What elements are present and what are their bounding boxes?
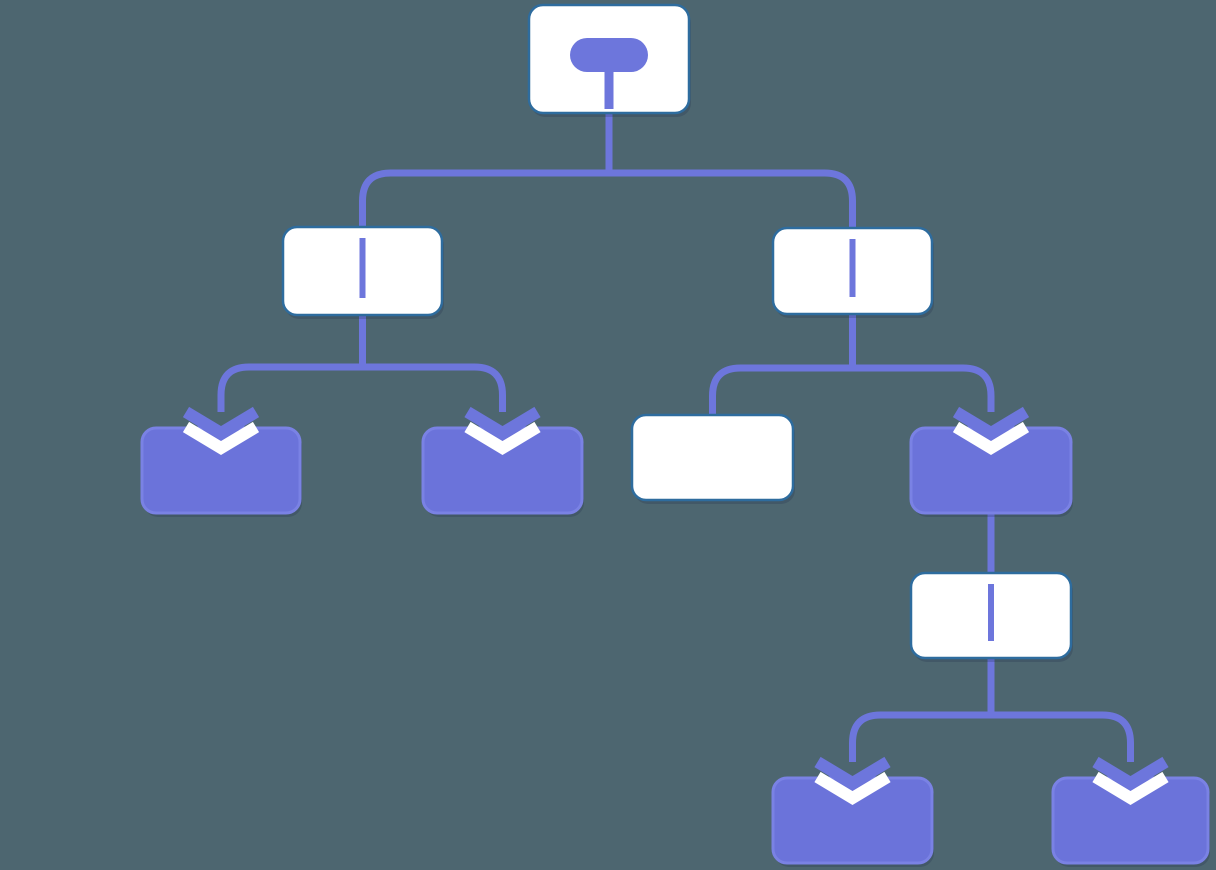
node-l3-a[interactable] (140, 426, 302, 517)
node-root[interactable] (527, 3, 691, 117)
node-l3-d[interactable] (909, 426, 1073, 517)
node-l5-b[interactable] (1051, 776, 1210, 867)
root-pill-icon (570, 38, 648, 72)
collapse-chevron-icon[interactable] (952, 406, 1030, 455)
connector-layer (217, 111, 1134, 762)
connector-edge (849, 711, 1134, 762)
node-layer (140, 3, 1210, 867)
chevron-arrowhead (464, 406, 541, 440)
node-l4[interactable] (909, 571, 1073, 662)
collapse-chevron-icon[interactable] (814, 756, 891, 805)
purple-node-body (140, 426, 302, 515)
root-pill-stem (604, 68, 614, 109)
chevron-arrowhead (814, 756, 891, 790)
chevron-white-outline (464, 421, 541, 455)
node-l3-b[interactable] (421, 426, 584, 517)
chevron-white-outline (182, 421, 260, 455)
connector-edge (709, 364, 995, 418)
chevron-white-outline (1092, 771, 1169, 805)
node-l2-right[interactable] (771, 226, 934, 318)
marker-layer (182, 406, 1169, 805)
node-l3-c[interactable] (630, 413, 795, 504)
white-node-body (630, 413, 795, 502)
collapse-chevron-icon[interactable] (464, 406, 541, 455)
chevron-arrowhead (952, 406, 1030, 440)
purple-node-body (421, 426, 584, 515)
purple-node-body (1051, 776, 1210, 865)
collapse-chevron-icon[interactable] (1092, 756, 1169, 805)
chevron-arrowhead (1092, 756, 1169, 790)
connector-edge (359, 169, 856, 231)
collapse-chevron-icon[interactable] (182, 406, 260, 455)
chevron-white-outline (814, 771, 891, 805)
purple-node-body (909, 426, 1073, 515)
connector-edge (217, 363, 506, 412)
chevron-white-outline (952, 421, 1030, 455)
chevron-arrowhead (182, 406, 260, 440)
node-l2-left[interactable] (281, 225, 444, 319)
purple-node-body (771, 776, 934, 865)
